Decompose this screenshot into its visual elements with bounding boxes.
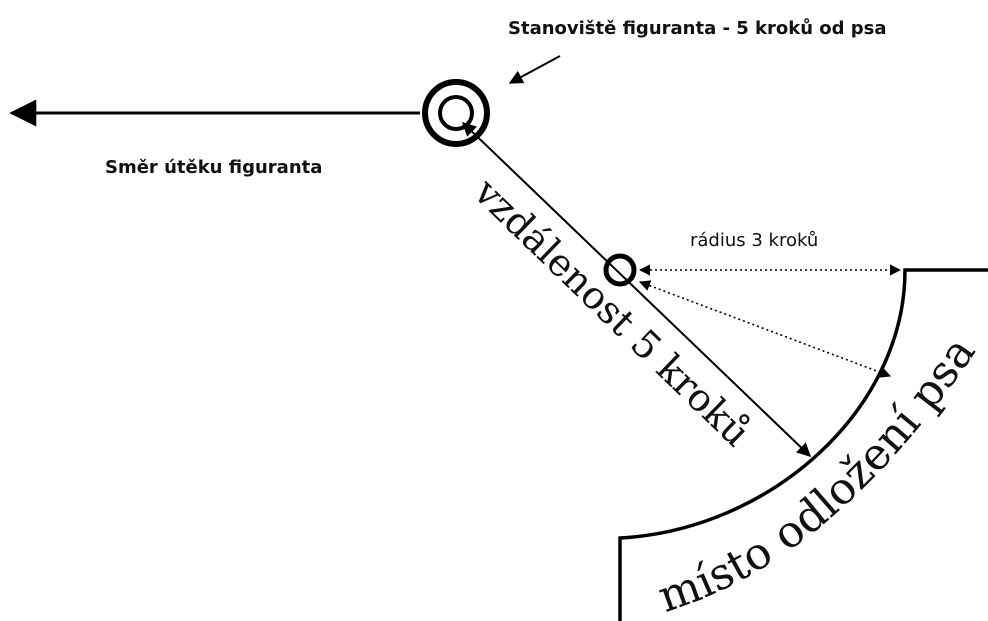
dog-placement-boundary [618, 268, 988, 621]
distance-label: vzdálenost 5 kroků [465, 169, 759, 455]
stand-position-label: Stanoviště figuranta - 5 kroků od psa [508, 17, 887, 39]
dog-position-marker [603, 253, 637, 287]
radius-lines [638, 264, 902, 378]
figurant-position-marker [422, 79, 490, 147]
escape-direction-label: Směr útěku figuranta [105, 157, 322, 178]
radius-label: rádius 3 kroků [690, 230, 818, 251]
stand-pointer-arrow [508, 55, 561, 84]
distance-arrow [461, 122, 812, 457]
